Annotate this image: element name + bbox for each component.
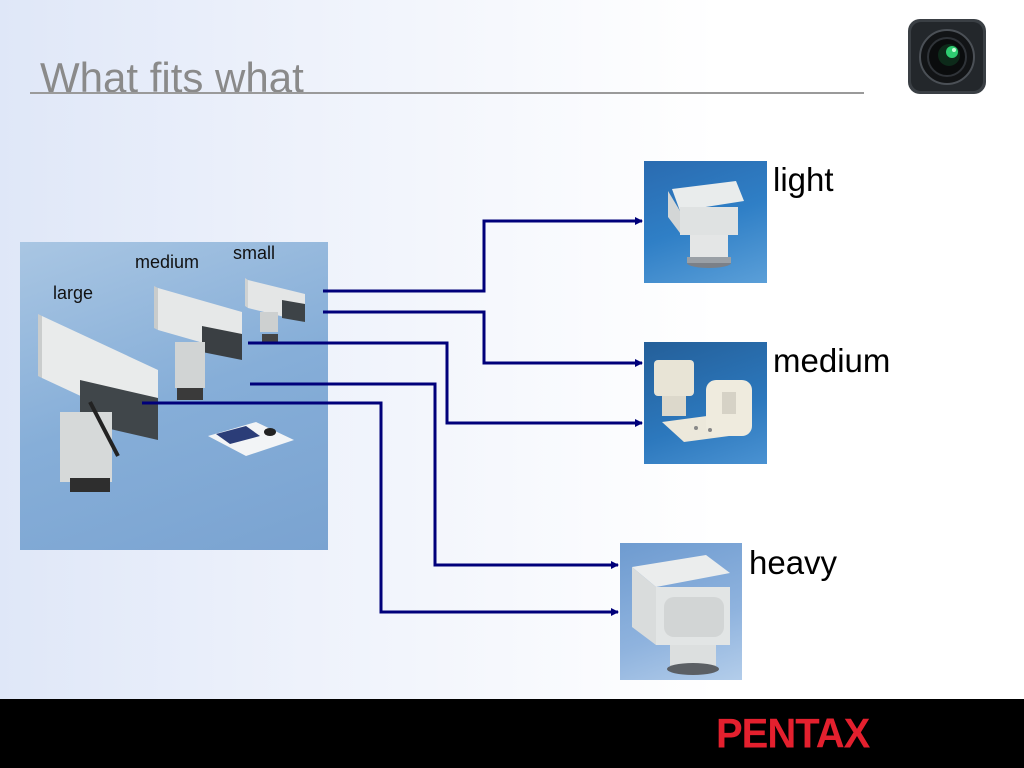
footer-bar (0, 699, 1024, 768)
light-head-label: light (773, 161, 834, 198)
small-camera-label: small (233, 243, 276, 263)
light-head-photo (644, 161, 767, 283)
manual-booklet-image (208, 422, 294, 456)
arrow-small-to-light (323, 217, 643, 293)
arrow-small-to-medium (323, 310, 643, 367)
large-camera-label: large (53, 283, 94, 303)
heavy-head-photo (620, 543, 742, 680)
brand-logo: PENTAX (716, 710, 870, 758)
large-housing-image (38, 314, 158, 492)
small-housing-image (245, 278, 305, 344)
medium-head-label: medium (773, 342, 891, 379)
heavy-head-label: heavy (749, 544, 838, 581)
medium-housing-image (154, 286, 242, 400)
title-underline (30, 92, 864, 94)
slide-title: What fits what (40, 54, 304, 101)
medium-head-photo (644, 342, 767, 464)
camera-lens-icon (908, 19, 986, 94)
medium-camera-label: medium (135, 252, 200, 272)
